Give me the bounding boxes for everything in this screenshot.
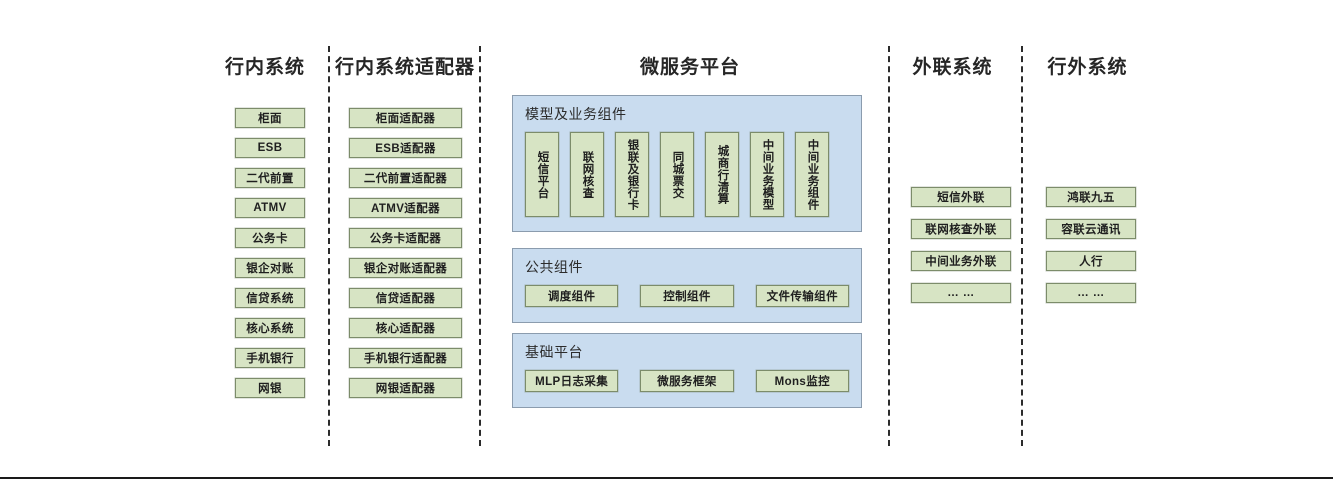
list-item[interactable]: 二代前置适配器 [349,168,462,188]
list-item[interactable]: 短信外联 [911,187,1011,207]
column-title-internal-systems: 行内系统 [224,57,305,78]
list-item[interactable]: ATMV [235,198,305,218]
component-tile[interactable]: Mons监控 [755,370,849,392]
panel-model-business-components: 模型及业务组件 短信平台 联网核查 银联及银行卡 同城票交 城商行清算 中间业务… [512,95,862,232]
column-title-external-link-systems: 外联系统 [912,57,993,78]
list-item[interactable]: … … [911,283,1011,303]
list-item[interactable]: 公务卡适配器 [349,228,462,248]
column-list-external-link-systems: 短信外联 联网核查外联 中间业务外联 … … [911,187,1011,313]
column-separator-2 [479,46,481,446]
list-item[interactable]: 柜面适配器 [349,108,462,128]
list-item[interactable]: 银企对账适配器 [349,258,462,278]
component-tile[interactable]: 控制组件 [640,285,734,307]
panel-title: 基础平台 [525,344,583,360]
component-tile[interactable]: 同城票交 [660,132,694,217]
column-list-internal-systems: 柜面 ESB 二代前置 ATMV 公务卡 银企对账 信贷系统 核心系统 手机银行… [235,108,305,408]
list-item[interactable]: 中间业务外联 [911,251,1011,271]
column-separator-4 [1021,46,1023,446]
panel-body: MLP日志采集 微服务框架 Mons监控 [525,370,849,392]
list-item[interactable]: 人行 [1046,251,1136,271]
panel-title: 公共组件 [525,259,583,275]
list-item[interactable]: 公务卡 [235,228,305,248]
component-tile[interactable]: MLP日志采集 [525,370,619,392]
list-item[interactable]: 核心系统 [235,318,305,338]
list-item[interactable]: 网银适配器 [349,378,462,398]
list-item[interactable]: 信贷适配器 [349,288,462,308]
column-list-internal-adapters: 柜面适配器 ESB适配器 二代前置适配器 ATMV适配器 公务卡适配器 银企对账… [349,108,462,408]
list-item[interactable]: 手机银行 [235,348,305,368]
component-tile[interactable]: 中间业务模型 [750,132,784,217]
column-separator-1 [328,46,330,446]
column-title-internal-adapters: 行内系统适配器 [334,57,475,78]
list-item[interactable]: 核心适配器 [349,318,462,338]
component-tile[interactable]: 城商行清算 [705,132,739,217]
component-tile[interactable]: 联网核查 [570,132,604,217]
component-tile[interactable]: 微服务框架 [640,370,734,392]
list-item[interactable]: 鸿联九五 [1046,187,1136,207]
panel-base-platform: 基础平台 MLP日志采集 微服务框架 Mons监控 [512,333,862,408]
component-tile[interactable]: 银联及银行卡 [615,132,649,217]
list-item[interactable]: 联网核查外联 [911,219,1011,239]
column-list-offbank-systems: 鸿联九五 容联云通讯 人行 … … [1046,187,1136,313]
column-title-offbank-systems: 行外系统 [1047,57,1128,78]
list-item[interactable]: 网银 [235,378,305,398]
component-tile[interactable]: 中间业务组件 [795,132,829,217]
panel-title: 模型及业务组件 [525,106,627,122]
panel-body: 短信平台 联网核查 银联及银行卡 同城票交 城商行清算 中间业务模型 中间业务组… [525,132,849,217]
list-item[interactable]: 信贷系统 [235,288,305,308]
list-item[interactable]: 二代前置 [235,168,305,188]
column-separator-3 [888,46,890,446]
component-tile[interactable]: 调度组件 [525,285,619,307]
panel-common-components: 公共组件 调度组件 控制组件 文件传输组件 [512,248,862,323]
list-item[interactable]: 手机银行适配器 [349,348,462,368]
list-item[interactable]: 柜面 [235,108,305,128]
list-item[interactable]: 银企对账 [235,258,305,278]
list-item[interactable]: ESB适配器 [349,138,462,158]
panel-body: 调度组件 控制组件 文件传输组件 [525,285,849,307]
list-item[interactable]: 容联云通讯 [1046,219,1136,239]
column-title-microservice-platform: 微服务平台 [639,57,740,78]
component-tile[interactable]: 短信平台 [525,132,559,217]
list-item[interactable]: ATMV适配器 [349,198,462,218]
list-item[interactable]: ESB [235,138,305,158]
component-tile[interactable]: 文件传输组件 [755,285,849,307]
list-item[interactable]: … … [1046,283,1136,303]
bottom-divider [0,477,1333,479]
